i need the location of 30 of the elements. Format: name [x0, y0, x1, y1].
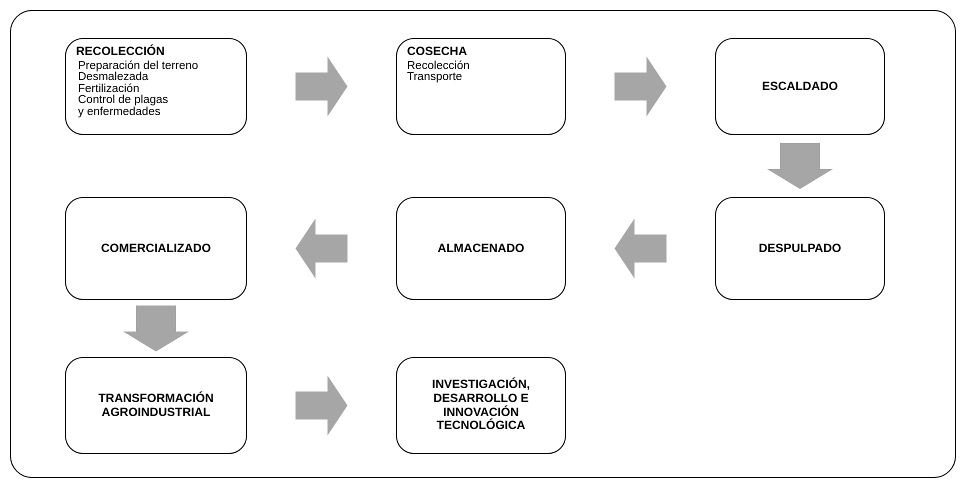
- process-box: [715, 197, 885, 300]
- process-box: [396, 197, 566, 300]
- step-title: ESCALDADO: [762, 80, 838, 94]
- step-title: COMERCIALIZADO: [101, 242, 211, 256]
- block-arrow: [614, 218, 666, 278]
- step-item: Desmalezada: [78, 72, 148, 84]
- block-arrow: [296, 376, 348, 436]
- step-item: y enfermedades: [78, 106, 160, 118]
- block-arrow: [123, 306, 189, 352]
- process-box: [715, 38, 885, 135]
- block-arrow: [296, 218, 348, 278]
- step-title: ALMACENADO: [438, 242, 524, 256]
- step-item: Preparación del terreno: [78, 60, 198, 72]
- step-item: Transporte: [407, 72, 462, 84]
- block-arrow: [614, 56, 666, 116]
- step-item: Recolección: [407, 60, 470, 72]
- step-title: DESPULPADO: [758, 242, 842, 256]
- step-item: Control de plagas: [78, 95, 168, 106]
- block-arrow: [296, 56, 348, 116]
- block-arrow: [767, 143, 833, 189]
- step-title: COSECHA: [407, 45, 468, 59]
- process-box: [65, 38, 247, 135]
- step-item: Fertilización: [78, 84, 140, 95]
- step-title: RECOLECCIÓN: [76, 45, 165, 59]
- process-box: [65, 357, 247, 454]
- step-title: INVESTIGACIÓN, DESARROLLO E INNOVACIÓN TECNOLÓGICA: [430, 378, 531, 434]
- step-title: TRANSFORMACIÓN AGROINDUSTRIAL: [97, 392, 215, 420]
- process-box: [396, 357, 566, 454]
- process-box: [65, 197, 247, 300]
- process-box: [396, 38, 566, 135]
